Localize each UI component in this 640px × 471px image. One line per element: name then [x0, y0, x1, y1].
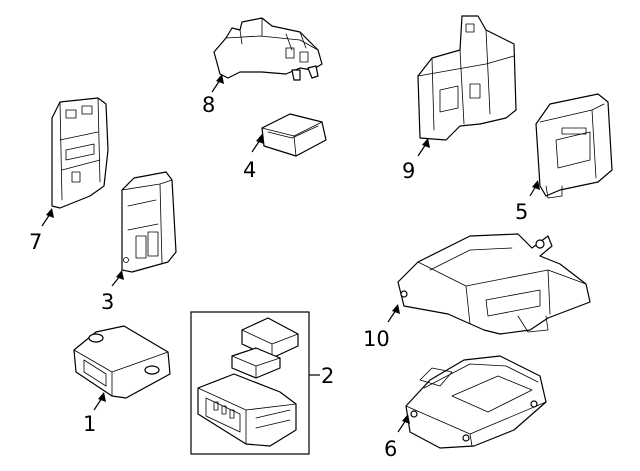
part-7-bracket — [51, 97, 109, 209]
callout-8: 8 — [202, 93, 215, 117]
part-10-bracket — [397, 233, 591, 335]
part-4-module — [261, 113, 327, 157]
callout-4: 4 — [243, 158, 256, 182]
callout-6: 6 — [384, 437, 397, 461]
part-2-assembly — [197, 317, 299, 447]
part-8-bracket — [213, 17, 323, 81]
callout-3: 3 — [101, 290, 114, 314]
part-1-module — [73, 325, 171, 399]
callout-7: 7 — [29, 230, 42, 254]
part-6-module — [405, 355, 547, 449]
part-9-bracket — [417, 15, 517, 141]
part-2-frame — [190, 311, 310, 455]
part-3-module — [121, 171, 177, 273]
leader-lines — [41, 74, 540, 433]
callout-1: 1 — [83, 412, 96, 436]
part-5-module — [535, 93, 613, 199]
callout-2: 2 — [321, 364, 334, 388]
callout-10: 10 — [363, 327, 390, 351]
callout-9: 9 — [402, 159, 415, 183]
callout-5: 5 — [515, 200, 528, 224]
